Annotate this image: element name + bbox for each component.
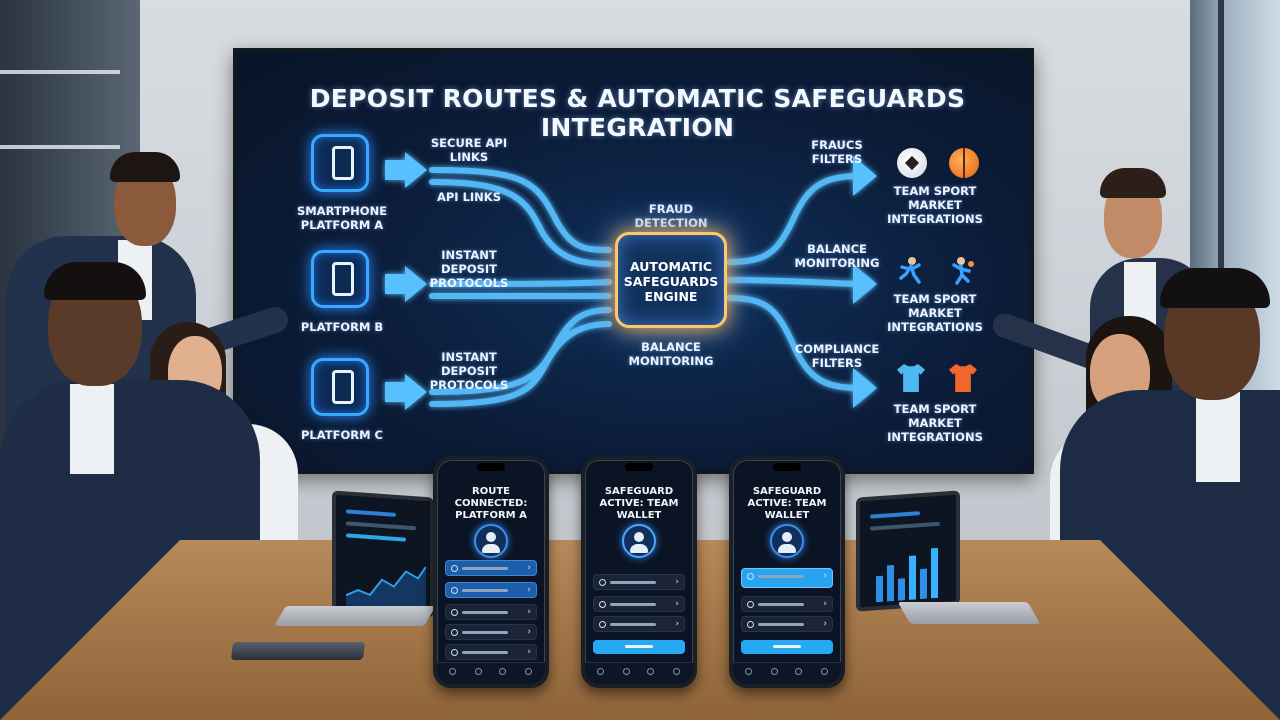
laptop-screen-right xyxy=(856,490,960,612)
home-icon[interactable] xyxy=(597,668,604,675)
nav-icon[interactable] xyxy=(771,668,778,675)
primary-button[interactable] xyxy=(741,640,833,654)
route-line xyxy=(429,179,612,267)
list-item[interactable]: › xyxy=(741,616,833,632)
platform-label: PLATFORM C xyxy=(301,428,383,442)
output-line xyxy=(726,173,862,265)
phone-title: ROUTE CONNECTED: PLATFORM A xyxy=(454,486,528,521)
nav-icon[interactable] xyxy=(499,668,506,675)
safeguards-engine: AUTOMATIC SAFEGUARDS ENGINE xyxy=(615,232,727,328)
line-chart-icon xyxy=(346,566,426,612)
market-label: TEAM SPORT MARKET INTEGRATIONS xyxy=(887,184,983,226)
home-icon[interactable] xyxy=(449,668,456,675)
nav-icon[interactable] xyxy=(525,668,532,675)
list-item[interactable]: › xyxy=(741,568,833,588)
phone-route-connected: ROUTE CONNECTED: PLATFORM A › › › › › xyxy=(433,456,549,688)
list-item[interactable]: › xyxy=(445,644,537,660)
bottom-nav xyxy=(585,662,693,684)
list-item[interactable]: › xyxy=(593,596,685,612)
soccer-ball-icon xyxy=(897,148,927,178)
arrow-icon xyxy=(385,374,427,410)
bottom-nav xyxy=(437,662,545,684)
filter-label: FRAUCS FILTERS xyxy=(811,138,863,166)
smartphone-icon xyxy=(311,250,369,308)
smartphone-icon xyxy=(311,358,369,416)
player-icon xyxy=(952,257,974,285)
nav-icon[interactable] xyxy=(475,668,482,675)
bar-chart-icon xyxy=(876,547,938,603)
list-item[interactable]: › xyxy=(593,616,685,632)
smartphone-icon xyxy=(311,134,369,192)
route-label: API LINKS xyxy=(436,190,502,204)
output-line xyxy=(726,277,862,287)
arrow-icon xyxy=(853,156,877,196)
list-item[interactable]: › xyxy=(593,574,685,590)
laptop-screen-left xyxy=(332,490,434,618)
shield-icon xyxy=(622,524,656,558)
arrow-icon xyxy=(853,368,877,408)
basketball-icon xyxy=(949,148,979,178)
platform-label: PLATFORM B xyxy=(300,320,384,334)
screen-title: DEPOSIT ROUTES & AUTOMATIC SAFEGUARDS IN… xyxy=(309,84,966,142)
phone-safeguard-active: SAFEGUARD ACTIVE: TEAM WALLET › › › xyxy=(581,456,697,688)
list-item[interactable]: › xyxy=(445,624,537,640)
laptop-base-left xyxy=(274,606,436,626)
output-line xyxy=(726,295,862,391)
runner-icon xyxy=(899,257,921,284)
user-avatar-icon xyxy=(770,524,804,558)
nav-icon[interactable] xyxy=(821,668,828,675)
arrow-icon xyxy=(853,264,877,304)
engine-label: AUTOMATIC SAFEGUARDS ENGINE xyxy=(623,259,719,304)
arrow-icon xyxy=(385,152,427,188)
phone-title: SAFEGUARD ACTIVE: TEAM WALLET xyxy=(747,486,827,521)
primary-button[interactable] xyxy=(593,640,685,654)
filter-label: COMPLIANCE FILTERS xyxy=(794,342,880,370)
ceiling-light xyxy=(0,145,120,149)
list-item[interactable]: › xyxy=(741,596,833,612)
nav-icon[interactable] xyxy=(647,668,654,675)
list-item[interactable]: › xyxy=(445,582,537,598)
platform-label: SMARTPHONE PLATFORM A xyxy=(296,204,388,232)
nav-icon[interactable] xyxy=(673,668,680,675)
bottom-nav xyxy=(733,662,841,684)
user-avatar-icon xyxy=(474,524,508,558)
route-line xyxy=(429,321,612,407)
home-icon[interactable] xyxy=(745,668,752,675)
market-label: TEAM SPORT MARKET INTEGRATIONS xyxy=(887,402,983,444)
market-label: TEAM SPORT MARKET INTEGRATIONS xyxy=(887,292,983,334)
laptop-base-right xyxy=(897,602,1041,624)
nav-icon[interactable] xyxy=(795,668,802,675)
presentation-screen: DEPOSIT ROUTES & AUTOMATIC SAFEGUARDS IN… xyxy=(233,48,1034,474)
route-line xyxy=(429,279,612,287)
nav-icon[interactable] xyxy=(623,668,630,675)
flow-lines xyxy=(385,152,877,410)
phone-safeguard-active: SAFEGUARD ACTIVE: TEAM WALLET › › › xyxy=(729,456,845,688)
route-label: INSTANT DEPOSIT PROTOCOLS xyxy=(429,350,509,392)
route-label: INSTANT DEPOSIT PROTOCOLS xyxy=(429,248,509,290)
route-label: SECURE API LINKS xyxy=(430,136,508,164)
engine-bottom-label: BALANCE MONITORING xyxy=(628,340,714,368)
list-item[interactable]: › xyxy=(445,560,537,576)
tablet-device xyxy=(230,642,366,660)
phone-title: SAFEGUARD ACTIVE: TEAM WALLET xyxy=(599,486,679,521)
ceiling-light xyxy=(0,70,120,74)
engine-top-label: FRAUD DETECTION xyxy=(634,202,708,230)
route-line xyxy=(429,167,612,253)
filter-label: BALANCE MONITORING xyxy=(794,242,880,270)
arrow-icon xyxy=(385,266,427,302)
list-item[interactable]: › xyxy=(445,604,537,620)
